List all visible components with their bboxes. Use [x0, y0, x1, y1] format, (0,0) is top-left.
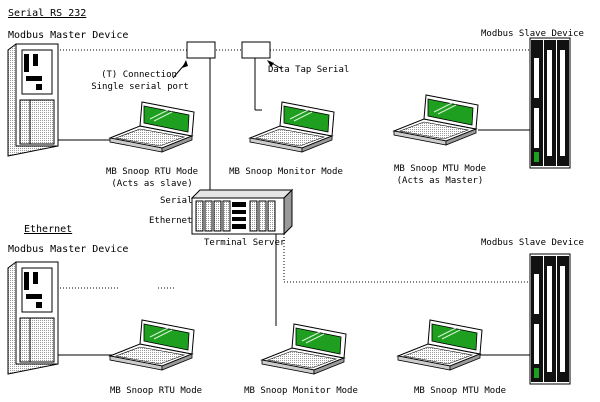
slave-device-ethernet — [529, 253, 571, 385]
slave-label-serial: Modbus Slave Device — [481, 29, 584, 39]
laptop-rtu-serial-sublabel: (Acts as slave) — [111, 179, 193, 189]
laptop-monitor-ethernet — [261, 323, 347, 375]
laptop-monitor-serial-label: MB Snoop Monitor Mode — [229, 167, 343, 177]
master-device-ethernet — [7, 261, 59, 375]
master-device-serial — [7, 43, 59, 157]
slave-device-serial — [529, 37, 571, 169]
ethernet-heading: Ethernet — [24, 224, 73, 235]
laptop-rtu-serial-label: MB Snoop RTU Mode — [105, 167, 199, 177]
laptop-rtu-serial — [109, 101, 195, 153]
terminal-server — [190, 188, 294, 236]
t-connection-box — [186, 41, 216, 59]
laptop-mtu-ethernet — [397, 319, 483, 371]
laptop-rtu-ethernet — [109, 319, 195, 371]
connection-note-line2: Single serial port — [91, 82, 189, 92]
serial-heading: Serial RS 232 — [8, 8, 87, 19]
laptop-mtu-serial — [393, 94, 479, 146]
master-label-ethernet: Modbus Master Device — [8, 244, 129, 255]
laptop-mtu-ethernet-label: MB Snoop MTU Mode — [413, 386, 507, 396]
master-label-serial: Modbus Master Device — [8, 30, 129, 41]
laptop-mtu-serial-label: MB Snoop MTU Mode — [393, 164, 487, 174]
data-tap-box — [241, 41, 271, 59]
laptop-monitor-serial — [249, 101, 335, 153]
server-port-ethernet: Ethernet — [149, 216, 193, 226]
data-tap-label: Data Tap Serial — [268, 65, 350, 75]
laptop-mtu-serial-sublabel: (Acts as Master) — [396, 176, 484, 186]
terminal-server-label: Terminal Server — [204, 238, 286, 248]
server-port-serial: Serial — [160, 196, 193, 206]
slave-label-ethernet: Modbus Slave Device — [481, 238, 584, 248]
laptop-rtu-ethernet-label: MB Snoop RTU Mode — [109, 386, 203, 396]
connection-note-line1: (T) Connection — [101, 70, 177, 80]
laptop-monitor-ethernet-label: MB Snoop Monitor Mode — [244, 386, 358, 396]
